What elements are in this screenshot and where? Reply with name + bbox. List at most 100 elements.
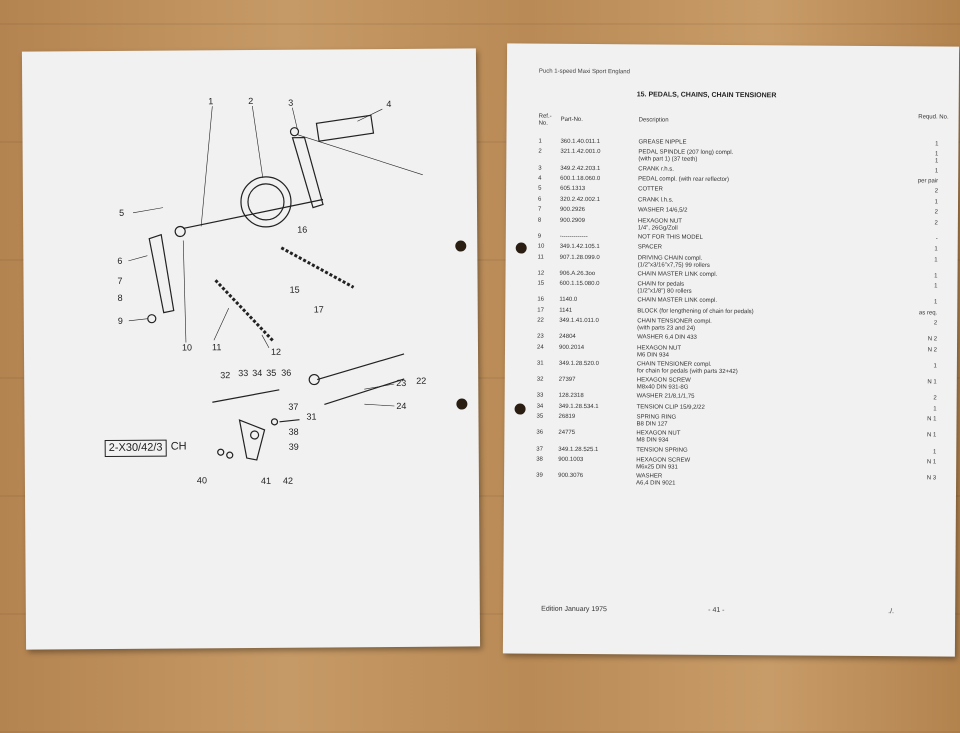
driving-chain-shape xyxy=(214,279,276,343)
cell-qty: 1 xyxy=(933,406,937,413)
cell-ref: 17 xyxy=(537,307,544,314)
cell-desc: WASHER 14/6,5/2 xyxy=(637,207,688,214)
cell-ref: 2 xyxy=(538,149,542,156)
cell-qty: 1 xyxy=(934,273,938,280)
cell-qty: 2 xyxy=(934,209,938,216)
diagram-reference-suffix: CH xyxy=(170,440,187,453)
cell-part: 349.1.28.534.1 xyxy=(558,403,599,410)
crank-lhs-shape xyxy=(148,233,175,314)
cell-desc: SPRING RING B8 DIN 127 xyxy=(636,414,677,428)
cell-qty: N 2 xyxy=(927,347,938,354)
cell-part: 320.2.42.002.1 xyxy=(560,196,601,203)
cell-qty: 2 xyxy=(934,188,939,195)
chainwheel-shape xyxy=(240,176,292,228)
callout-24: 24 xyxy=(396,401,406,411)
cell-desc: GREASE NIPPLE xyxy=(638,139,687,146)
page-number: - 41 - xyxy=(708,606,725,614)
cell-ref: 33 xyxy=(536,393,544,400)
column-header-ref: Ref.- No. xyxy=(538,113,552,127)
callout-12: 12 xyxy=(271,347,281,357)
cell-desc: HEXAGON NUT 1/4", 26Gg/Zoll xyxy=(637,217,682,232)
callout-34: 34 xyxy=(252,368,262,378)
callout-11: 11 xyxy=(212,342,221,352)
cell-desc: WASHER 6,4 DIN 433 xyxy=(637,334,697,342)
section-title: 15. PEDALS, CHAINS, CHAIN TENSIONER xyxy=(636,91,777,100)
callout-41: 41 xyxy=(261,476,271,486)
cell-part: 605.1313 xyxy=(560,186,586,193)
cell-part: 900.1003 xyxy=(558,456,584,463)
edition-label: Edition January 1975 xyxy=(541,605,607,614)
cell-part: 349.1.41.011.0 xyxy=(559,317,599,325)
cell-desc: HEXAGON SCREW M6x25 DIN 931 xyxy=(636,457,691,471)
column-header-quantity: Requd. No. xyxy=(918,114,949,121)
cell-qty: N 1 xyxy=(927,432,937,439)
cell-ref: 11 xyxy=(537,254,544,261)
cell-ref: 24 xyxy=(536,344,544,351)
callout-35: 35 xyxy=(266,368,276,378)
cell-part: 27397 xyxy=(558,376,576,384)
cell-desc: WASHER A6,4 DIN 9021 xyxy=(636,473,676,487)
cell-qty: N 1 xyxy=(927,379,937,386)
cell-ref: 10 xyxy=(537,243,545,250)
cell-qty: 2 xyxy=(933,395,937,402)
cell-desc: SPACER xyxy=(637,244,662,251)
cell-part: 900.3076 xyxy=(558,472,584,480)
callout-8: 8 xyxy=(118,293,123,303)
cell-desc: DRIVING CHAIN compl. (1/2"x3/16"x7,75) 9… xyxy=(637,254,710,269)
callout-22: 22 xyxy=(416,376,426,386)
cell-ref: 7 xyxy=(537,206,542,213)
callout-39: 39 xyxy=(289,442,299,452)
cell-qty: 1 xyxy=(933,299,938,306)
callout-16: 16 xyxy=(297,225,307,235)
cell-part: 321.1.42.001.0 xyxy=(560,149,601,156)
cell-ref: 38 xyxy=(536,456,543,463)
cell-qty: 1 xyxy=(932,449,937,456)
callout-15: 15 xyxy=(290,285,300,295)
cell-desc: TENSION SPRING xyxy=(636,446,688,454)
cell-desc: TENSION CLIP 15/9,2/22 xyxy=(636,404,705,411)
cell-ref: 16 xyxy=(537,297,545,304)
callout-37: 37 xyxy=(288,402,298,412)
callout-5: 5 xyxy=(119,208,124,218)
cell-desc: CHAIN MASTER LINK compl. xyxy=(637,297,718,305)
cell-part: 349.1.28.520.0 xyxy=(558,360,599,368)
cell-part: 900.2014 xyxy=(558,344,585,351)
cell-desc: CHAIN TENSIONER compl. for chain for ped… xyxy=(636,361,738,376)
cell-ref: 12 xyxy=(537,270,545,277)
cell-ref: 23 xyxy=(537,334,544,341)
cell-desc: HEXAGON NUT M8 DIN 934 xyxy=(636,430,681,444)
cell-qty: 1 1 xyxy=(934,151,939,165)
cell-ref: 35 xyxy=(536,413,544,420)
cell-part: 360.1.40.011.1 xyxy=(560,138,601,146)
punch-hole xyxy=(514,403,526,415)
cell-part: -------------- xyxy=(559,233,588,240)
cell-ref: 39 xyxy=(536,472,543,479)
callout-4: 4 xyxy=(386,99,391,109)
cell-desc: CHAIN TENSIONER compl. (with parts 23 an… xyxy=(637,318,712,332)
document-header: Puch 1-speed Maxi Sport England xyxy=(538,68,631,76)
cell-desc: CRANK l.h.s. xyxy=(638,197,674,204)
cell-qty: 2 xyxy=(934,220,938,227)
cell-part: 1140.0 xyxy=(559,297,578,304)
cell-qty: 1 xyxy=(934,257,938,264)
cell-qty: as req. xyxy=(918,310,938,317)
cell-part: 128.2318 xyxy=(558,393,584,400)
cell-part: 24775 xyxy=(558,430,576,437)
cell-qty: 1 xyxy=(934,246,938,253)
callout-32: 32 xyxy=(220,370,230,380)
crank-rhs-shape xyxy=(291,137,324,209)
cell-desc: CHAIN MASTER LINK compl. xyxy=(637,271,718,278)
callout-40: 40 xyxy=(197,475,207,485)
diagram-reference-code: 2-X30/42/3 xyxy=(104,439,167,458)
